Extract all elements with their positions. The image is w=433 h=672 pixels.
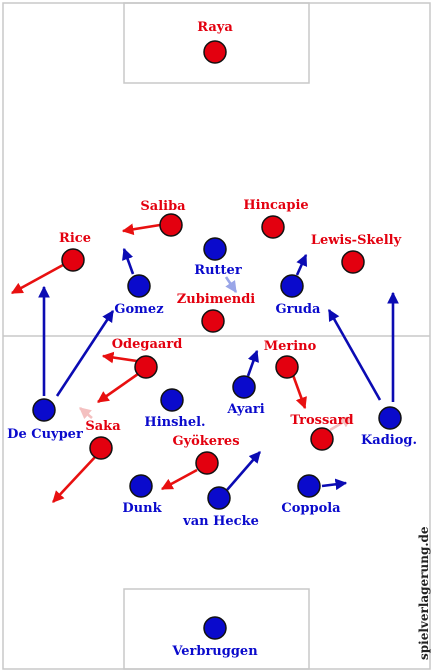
label-van-hecke: van Hecke <box>182 514 259 529</box>
label-gomez: Gomez <box>114 302 163 317</box>
gyokeres-arrow <box>160 468 198 491</box>
watermark: spielverlagerung.de <box>417 526 431 660</box>
label-trossard: Trossard <box>290 413 353 428</box>
bottom-penalty-box <box>123 588 310 670</box>
player-trossard <box>310 427 334 451</box>
player-gomez <box>127 274 151 298</box>
kadiog-arrow-diagonal <box>327 308 382 401</box>
red-labels: Raya Saliba Hincapie Rice Lewis-Skelly Z… <box>59 20 402 449</box>
gruda-arrow <box>295 253 308 276</box>
red-team <box>61 40 365 475</box>
trossard-light-arrow <box>329 415 354 432</box>
player-rice <box>61 248 85 272</box>
coppola-arrow <box>321 478 348 491</box>
player-de-cuyper <box>32 398 56 422</box>
label-dunk: Dunk <box>122 501 162 516</box>
label-odegaard: Odegaard <box>112 337 183 352</box>
player-rutter <box>203 237 227 261</box>
label-hinshel: Hinshel. <box>144 415 205 430</box>
movement-arrows <box>10 223 399 503</box>
player-gyokeres <box>195 451 219 475</box>
label-raya: Raya <box>197 20 233 35</box>
player-verbruggen <box>203 616 227 640</box>
blue-team <box>32 237 402 640</box>
label-lewis-skelly: Lewis-Skelly <box>311 233 402 248</box>
label-saka: Saka <box>85 419 121 434</box>
player-saliba <box>159 213 183 237</box>
player-coppola <box>297 474 321 498</box>
label-rice: Rice <box>59 231 91 246</box>
label-ayari: Ayari <box>226 402 264 417</box>
rutter-light-arrow <box>224 276 238 293</box>
saka-arrow <box>52 455 97 503</box>
player-lewis-skelly <box>341 250 365 274</box>
player-saka <box>89 436 113 460</box>
player-hinshel <box>160 388 184 412</box>
label-coppola: Coppola <box>281 501 341 516</box>
gomez-arrow <box>122 247 135 275</box>
top-penalty-box <box>123 2 310 84</box>
label-kadiog: Kadiog. <box>361 433 417 448</box>
saka-light-arrow <box>79 407 93 420</box>
player-kadiog <box>378 406 402 430</box>
player-hincapie <box>261 215 285 239</box>
odegaard-arrow-1 <box>101 351 138 364</box>
rice-arrow <box>10 263 64 295</box>
player-merino <box>275 355 299 379</box>
label-gruda: Gruda <box>276 302 321 317</box>
label-de-cuyper: De Cuyper <box>7 427 83 442</box>
label-gyokeres: Gyökeres <box>172 434 239 449</box>
van-hecke-arrow <box>226 451 261 491</box>
de-cuyper-arrow-diagonal <box>55 310 115 397</box>
merino-arrow <box>291 374 307 410</box>
player-ayari <box>232 375 256 399</box>
blue-labels: Rutter Gomez Gruda Ayari Hinshel. De Cuy… <box>7 263 417 659</box>
player-raya <box>203 40 227 64</box>
saliba-arrow <box>121 223 161 236</box>
player-gruda <box>280 274 304 298</box>
label-zubimendi: Zubimendi <box>177 292 256 307</box>
label-rutter: Rutter <box>194 263 242 278</box>
label-merino: Merino <box>264 339 317 354</box>
player-van-hecke <box>207 486 231 510</box>
player-dunk <box>129 474 153 498</box>
label-saliba: Saliba <box>140 199 186 214</box>
player-zubimendi <box>201 309 225 333</box>
player-odegaard <box>134 355 158 379</box>
label-hincapie: Hincapie <box>243 198 308 213</box>
odegaard-arrow-2 <box>97 372 139 404</box>
ayari-arrow <box>246 349 259 377</box>
label-verbruggen: Verbruggen <box>171 644 258 659</box>
